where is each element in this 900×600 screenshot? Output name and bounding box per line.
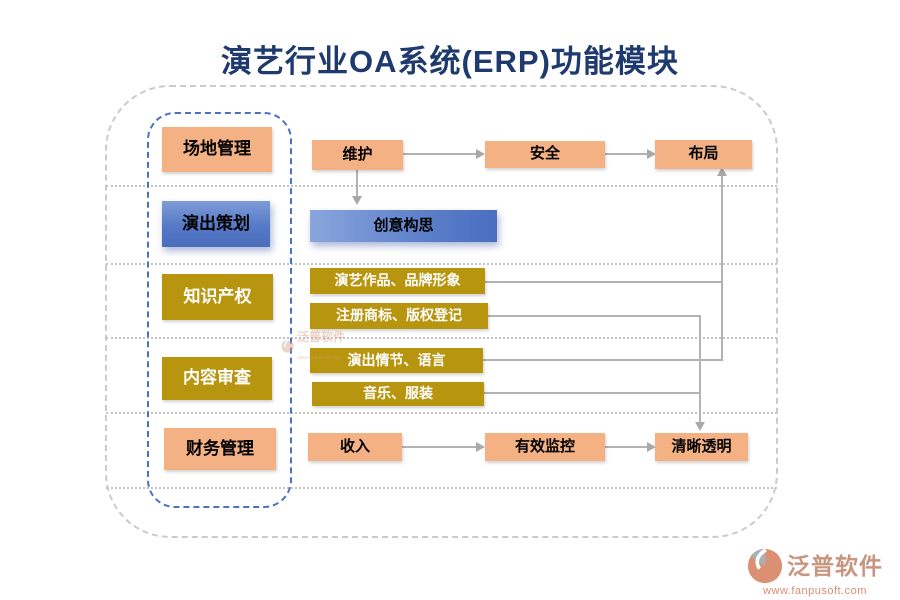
vendor-name: 泛普软件 xyxy=(787,552,883,579)
connector-music-branch xyxy=(484,392,701,394)
row-separator xyxy=(106,185,777,187)
vendor-logo: 泛普软件 www.fanpusoft.com xyxy=(732,548,898,597)
connector-monitoring-to-transparency xyxy=(605,446,648,448)
node-clear-transparency: 清晰透明 xyxy=(655,433,748,461)
node-maintain: 维护 xyxy=(312,140,403,170)
module-show-planning: 演出策划 xyxy=(162,201,270,247)
arrowhead-right-icon xyxy=(476,149,485,159)
row-separator xyxy=(106,487,777,489)
row-separator xyxy=(106,337,777,339)
outer-dashed-frame xyxy=(105,85,778,538)
vendor-url: www.fanpusoft.com xyxy=(763,585,867,597)
connector-trademark-branch xyxy=(488,315,701,317)
row-separator xyxy=(106,412,777,414)
connector-safety-to-layout xyxy=(605,153,648,155)
arrowhead-up-icon xyxy=(717,167,727,176)
node-income: 收入 xyxy=(308,433,402,461)
page-title: 演艺行业OA系统(ERP)功能模块 xyxy=(221,44,679,79)
fanpu-logo-icon xyxy=(747,548,783,584)
module-content-review: 内容审查 xyxy=(162,357,272,400)
node-plot-language: 演出情节、语言 xyxy=(310,348,483,373)
connector-ip-review-to-layout xyxy=(721,176,723,360)
row-separator xyxy=(106,263,777,265)
node-safety: 安全 xyxy=(485,141,605,168)
node-music-costume: 音乐、服装 xyxy=(312,382,484,406)
connector-maintain-to-creative xyxy=(356,170,358,198)
connector-plot-branch xyxy=(483,359,723,361)
arrowhead-down-icon xyxy=(695,422,705,431)
left-column-dashed-frame xyxy=(147,112,292,508)
connector-ip-review-to-transparency xyxy=(699,315,701,423)
connector-works-branch xyxy=(485,281,723,283)
node-creative-concept: 创意构思 xyxy=(310,210,497,242)
arrowhead-right-icon xyxy=(476,442,485,452)
node-layout: 布局 xyxy=(655,140,752,169)
node-effective-monitoring: 有效监控 xyxy=(485,433,605,461)
connector-income-to-monitoring xyxy=(402,446,477,448)
arrowhead-right-icon xyxy=(647,149,656,159)
module-venue-management: 场地管理 xyxy=(162,127,272,172)
arrowhead-right-icon xyxy=(647,442,656,452)
connector-maintain-to-safety xyxy=(403,153,477,155)
arrowhead-down-icon xyxy=(352,196,362,205)
module-intellectual-property: 知识产权 xyxy=(162,274,273,320)
module-finance-management: 财务管理 xyxy=(164,428,276,470)
node-trademark-copyright: 注册商标、版权登记 xyxy=(310,303,488,329)
node-works-brand-image: 演艺作品、品牌形象 xyxy=(310,268,485,294)
